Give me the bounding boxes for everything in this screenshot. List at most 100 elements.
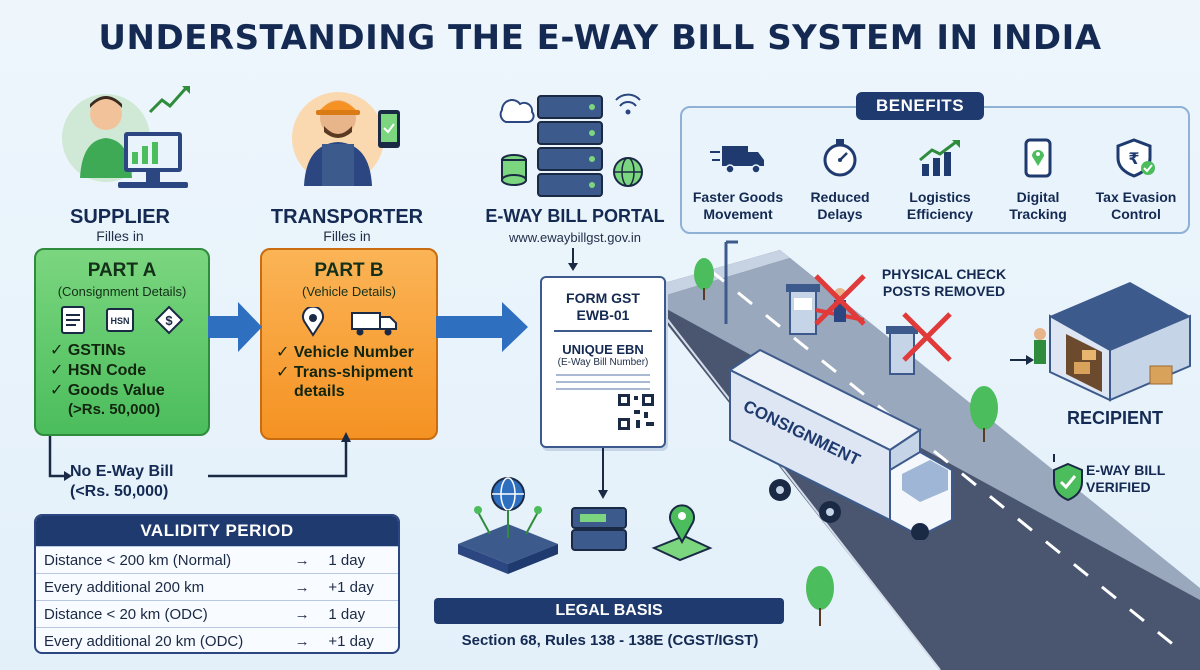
recipient-label: RECIPIENT [1066, 408, 1163, 428]
benefit-line1: Tax Evasion [1095, 189, 1177, 205]
svg-text:$: $ [166, 313, 174, 328]
legal-heading: LEGAL BASIS [434, 598, 784, 624]
arrow-a-to-b [208, 302, 262, 352]
benefit-item: Reduced Delays [790, 138, 890, 223]
part-b-title: PART B [314, 260, 384, 281]
transporter-label: TRANSPORTER [270, 206, 424, 228]
part-a-subtitle: (Consignment Details) [57, 284, 187, 299]
validity-row: Every additional 20 km (ODC) → +1 day [36, 627, 398, 652]
benefit-line2: Delays [817, 206, 863, 222]
ebn-title: UNIQUE EBN [562, 342, 644, 357]
portal-url: www.ewaybillgst.gov.in [509, 230, 641, 245]
portal-title: E-WAY BILL PORTAL [485, 206, 665, 226]
part-b-subtitle: (Vehicle Details) [302, 284, 396, 299]
legal-text: Section 68, Rules 138 - 138E (CGST/IGST) [461, 632, 759, 649]
validity-value: +1 day [328, 578, 374, 596]
hsn-icon: HSN [105, 308, 134, 332]
checkposts-note: PHYSICAL CHECK POSTS REMOVED [874, 266, 1014, 300]
validity-label: Distance < 200 km (Normal) [44, 551, 232, 569]
validity-arrow: → [294, 632, 310, 650]
benefit-label: Logistics Efficiency [890, 189, 990, 223]
qr-code-icon [616, 392, 656, 432]
money-icon: $ [154, 305, 184, 335]
validity-row: Every additional 200 km → +1 day [36, 573, 398, 600]
benefits-panel: Faster Goods Movement Reduced Delays Log… [680, 106, 1190, 234]
checkposts-line1: PHYSICAL CHECK [881, 266, 1007, 282]
truck-icon [351, 312, 397, 336]
location-pin-icon [302, 307, 324, 337]
part-a-item: HSN Code [50, 361, 194, 381]
benefit-line2: Efficiency [906, 206, 974, 222]
part-a-box: PART A (Consignment Details) HSN $ GSTIN… [34, 248, 210, 436]
portal-down-arrow [568, 248, 578, 271]
bypass-arrow [48, 432, 351, 481]
hsn-icon-text: HSN [110, 316, 129, 326]
svg-text:₹: ₹ [1128, 149, 1139, 168]
part-b-item: Vehicle Number [276, 343, 422, 363]
part-a-item: Goods Value [50, 381, 194, 401]
benefit-item: ₹ Tax Evasion Control [1086, 138, 1186, 223]
stopwatch-icon [823, 139, 857, 177]
transporter-sub: Filles in [323, 228, 371, 244]
no-eway-line1: No E-Way Bill [70, 463, 174, 480]
validity-label: Distance < 20 km (ODC) [44, 605, 208, 623]
benefit-line1: Faster Goods [692, 189, 784, 205]
benefit-label: Reduced Delays [790, 189, 890, 223]
network-illustration [458, 477, 713, 574]
benefit-line1: Reduced [810, 189, 870, 205]
supplier-sub: Filles in [96, 228, 144, 244]
lamp-and-tree [694, 240, 738, 324]
benefit-line2: Tracking [1009, 206, 1067, 222]
document-icon [60, 306, 85, 334]
checkposts-line2: POSTS REMOVED [882, 283, 1006, 299]
verified-shield-icon [1053, 454, 1083, 502]
benefit-label: Tax Evasion Control [1086, 189, 1186, 223]
tree-icon [970, 386, 998, 442]
warehouse-illustration [1010, 282, 1191, 402]
checkposts-illustration [786, 274, 952, 375]
validity-value: +1 day [328, 632, 374, 650]
part-b-item: Trans-shipment [276, 363, 422, 383]
part-a-item-note: (>Rs. 50,000) [68, 401, 161, 418]
benefit-line2: Movement [703, 206, 773, 222]
verified-line2: VERIFIED [1086, 479, 1151, 495]
arrow-b-to-portal [436, 302, 528, 352]
validity-arrow: → [294, 605, 310, 623]
validity-row: Distance < 20 km (ODC) → 1 day [36, 600, 398, 627]
benefit-item: Logistics Efficiency [890, 138, 990, 223]
benefit-line1: Logistics [909, 189, 971, 205]
part-a-title: PART A [87, 260, 157, 281]
validity-label: Every additional 20 km (ODC) [44, 632, 244, 650]
form-line1: FORM GST [566, 290, 640, 306]
consignment-truck: CONSIGNMENT [728, 348, 953, 540]
validity-row: Distance < 200 km (Normal) → 1 day [36, 546, 398, 573]
validity-label: Every additional 200 km [44, 578, 205, 596]
part-b-box: PART B (Vehicle Details) Vehicle Number … [260, 248, 438, 440]
supplier-label: SUPPLIER [69, 206, 171, 228]
rupee-shield-icon: ₹ [1116, 138, 1155, 178]
phone-location-icon [1024, 138, 1052, 178]
form-line2: EWB-01 [576, 307, 630, 323]
server-illustration [499, 93, 643, 197]
benefit-item: Faster Goods Movement [688, 138, 788, 223]
no-eway-line2: (<Rs. 50,000) [70, 483, 169, 500]
part-b-item-cont: details [294, 383, 345, 400]
truck-icon [710, 146, 764, 174]
validity-value: 1 day [328, 551, 366, 569]
validity-heading: VALIDITY PERIOD [36, 516, 398, 546]
benefit-line1: Digital [1016, 189, 1060, 205]
benefit-line2: Control [1111, 206, 1161, 222]
benefits-heading: BENEFITS [856, 92, 984, 120]
part-a-item: GSTINs [50, 341, 194, 361]
benefit-label: Digital Tracking [988, 189, 1088, 223]
benefit-item: Digital Tracking [988, 138, 1088, 223]
no-eway-bill-note: No E-Way Bill (<Rs. 50,000) [70, 462, 173, 502]
transporter-illustration [292, 92, 400, 186]
tree-icon [806, 566, 834, 626]
form-gst-document: FORM GST EWB-01 UNIQUE EBN (E-Way Bill N… [540, 276, 666, 448]
verified-line1: E-WAY BILL [1086, 462, 1166, 478]
benefit-label: Faster Goods Movement [688, 189, 788, 223]
validity-value: 1 day [328, 605, 366, 623]
ebn-subtitle: (E-Way Bill Number) [557, 357, 649, 368]
supplier-illustration [62, 86, 190, 188]
